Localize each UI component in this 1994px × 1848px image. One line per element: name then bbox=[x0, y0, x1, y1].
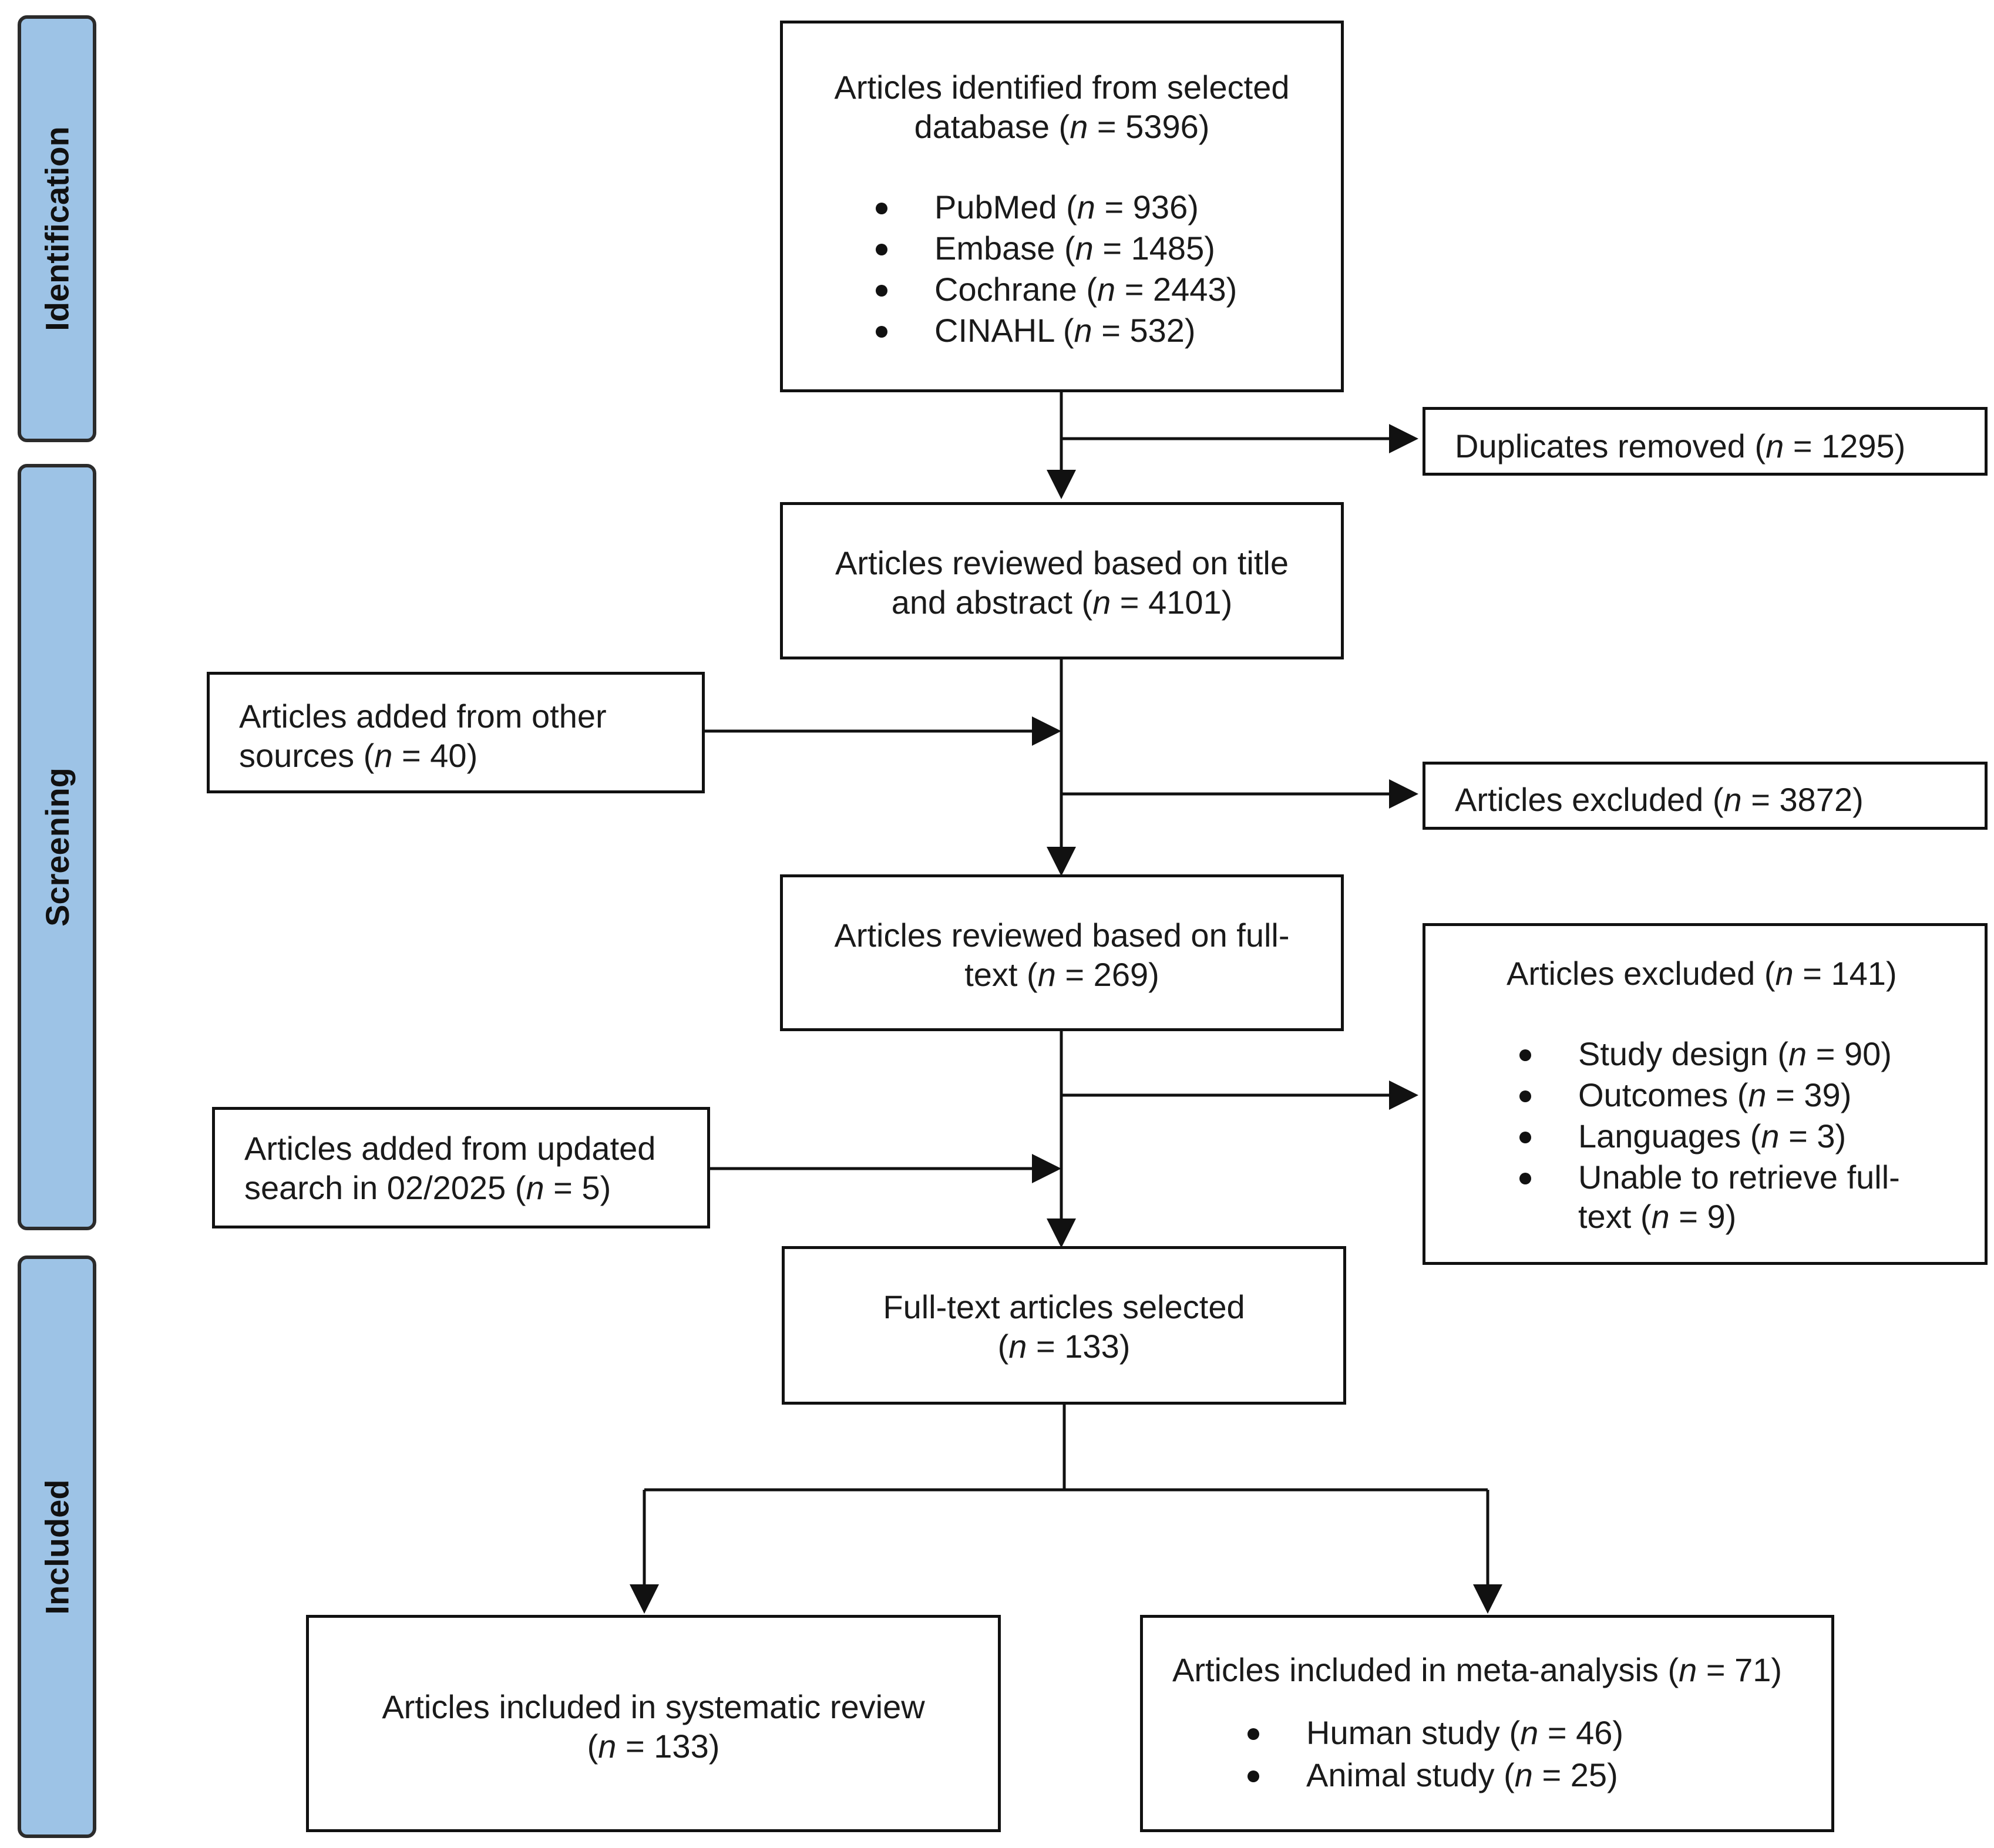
identified-line-1: Articles identified from selected bbox=[834, 69, 1290, 106]
database-item-cinahl: CINAHL (n = 532) bbox=[876, 311, 1341, 352]
box-duplicates-removed: Duplicates removed (n = 1295) bbox=[1423, 407, 1988, 476]
box-meta-analysis: Articles included in meta-analysis (n = … bbox=[1140, 1615, 1834, 1832]
box-full-text-review: Articles reviewed based on full- text (n… bbox=[780, 874, 1344, 1031]
box-full-text-selected: Full-text articles selected (n = 133) bbox=[782, 1246, 1346, 1405]
study-type-list: Human study (n = 46) Animal study (n = 2… bbox=[1247, 1713, 1831, 1797]
selected-line-2: (n = 133) bbox=[997, 1328, 1131, 1365]
duplicates-text: Duplicates removed (n = 1295) bbox=[1455, 428, 1906, 464]
study-type-animal: Animal study (n = 25) bbox=[1247, 1755, 1831, 1797]
box-excluded-3872: Articles excluded (n = 3872) bbox=[1423, 762, 1988, 830]
phase-identification-label: Identification bbox=[38, 126, 76, 331]
phase-identification: Identification bbox=[18, 15, 96, 442]
updated-search-line-1: Articles added from updated bbox=[244, 1130, 656, 1167]
exclusion-reason-study-design: Study design (n = 90) bbox=[1519, 1034, 1985, 1075]
title-review-line-1: Articles reviewed based on title bbox=[835, 544, 1289, 581]
box-articles-identified: Articles identified from selected databa… bbox=[780, 21, 1344, 392]
updated-search-line-2: search in 02/2025 (n = 5) bbox=[244, 1169, 611, 1206]
exclusion-reasons-list: Study design (n = 90) Outcomes (n = 39) … bbox=[1519, 1034, 1985, 1236]
exclusion-reason-unable-retrieve-line-1: Unable to retrieve full- bbox=[1578, 1159, 1900, 1196]
excluded-141-title: Articles excluded (n = 141) bbox=[1507, 955, 1897, 992]
box-title-abstract-review: Articles reviewed based on title and abs… bbox=[780, 502, 1344, 659]
box-excluded-141: Articles excluded (n = 141) Study design… bbox=[1423, 923, 1988, 1265]
box-systematic-review: Articles included in systematic review (… bbox=[306, 1615, 1001, 1832]
exclusion-reason-outcomes: Outcomes (n = 39) bbox=[1519, 1075, 1985, 1116]
exclusion-reason-unable-retrieve: Unable to retrieve full- text (n = 9) bbox=[1519, 1157, 1985, 1236]
exclusion-reason-languages: Languages (n = 3) bbox=[1519, 1116, 1985, 1157]
phase-included: Included bbox=[18, 1255, 96, 1838]
systematic-review-line-2: (n = 133) bbox=[587, 1728, 720, 1765]
database-item-cochrane: Cochrane (n = 2443) bbox=[876, 270, 1341, 311]
full-review-line-2: text (n = 269) bbox=[964, 956, 1159, 993]
box-updated-search: Articles added from updated search in 02… bbox=[212, 1107, 710, 1228]
phase-screening: Screening bbox=[18, 464, 96, 1230]
systematic-review-line-1: Articles included in systematic review bbox=[382, 1688, 925, 1725]
study-type-human: Human study (n = 46) bbox=[1247, 1713, 1831, 1755]
phase-screening-label: Screening bbox=[38, 768, 76, 927]
database-list: PubMed (n = 936) Embase (n = 1485) Cochr… bbox=[876, 187, 1341, 352]
box-other-sources: Articles added from other sources (n = 4… bbox=[207, 672, 705, 793]
identified-line-2: database (n = 5396) bbox=[914, 108, 1210, 145]
excluded-3872-text: Articles excluded (n = 3872) bbox=[1455, 781, 1864, 818]
exclusion-reason-unable-retrieve-line-2: text (n = 9) bbox=[1578, 1198, 1737, 1235]
selected-line-1: Full-text articles selected bbox=[883, 1288, 1245, 1325]
phase-included-label: Included bbox=[38, 1479, 76, 1615]
other-sources-line-2: sources (n = 40) bbox=[239, 737, 478, 774]
database-item-pubmed: PubMed (n = 936) bbox=[876, 187, 1341, 228]
meta-analysis-title: Articles included in meta-analysis (n = … bbox=[1172, 1651, 1783, 1688]
full-review-line-1: Articles reviewed based on full- bbox=[834, 917, 1290, 954]
title-review-line-2: and abstract (n = 4101) bbox=[891, 584, 1233, 621]
database-item-embase: Embase (n = 1485) bbox=[876, 228, 1341, 270]
other-sources-line-1: Articles added from other bbox=[239, 698, 607, 735]
